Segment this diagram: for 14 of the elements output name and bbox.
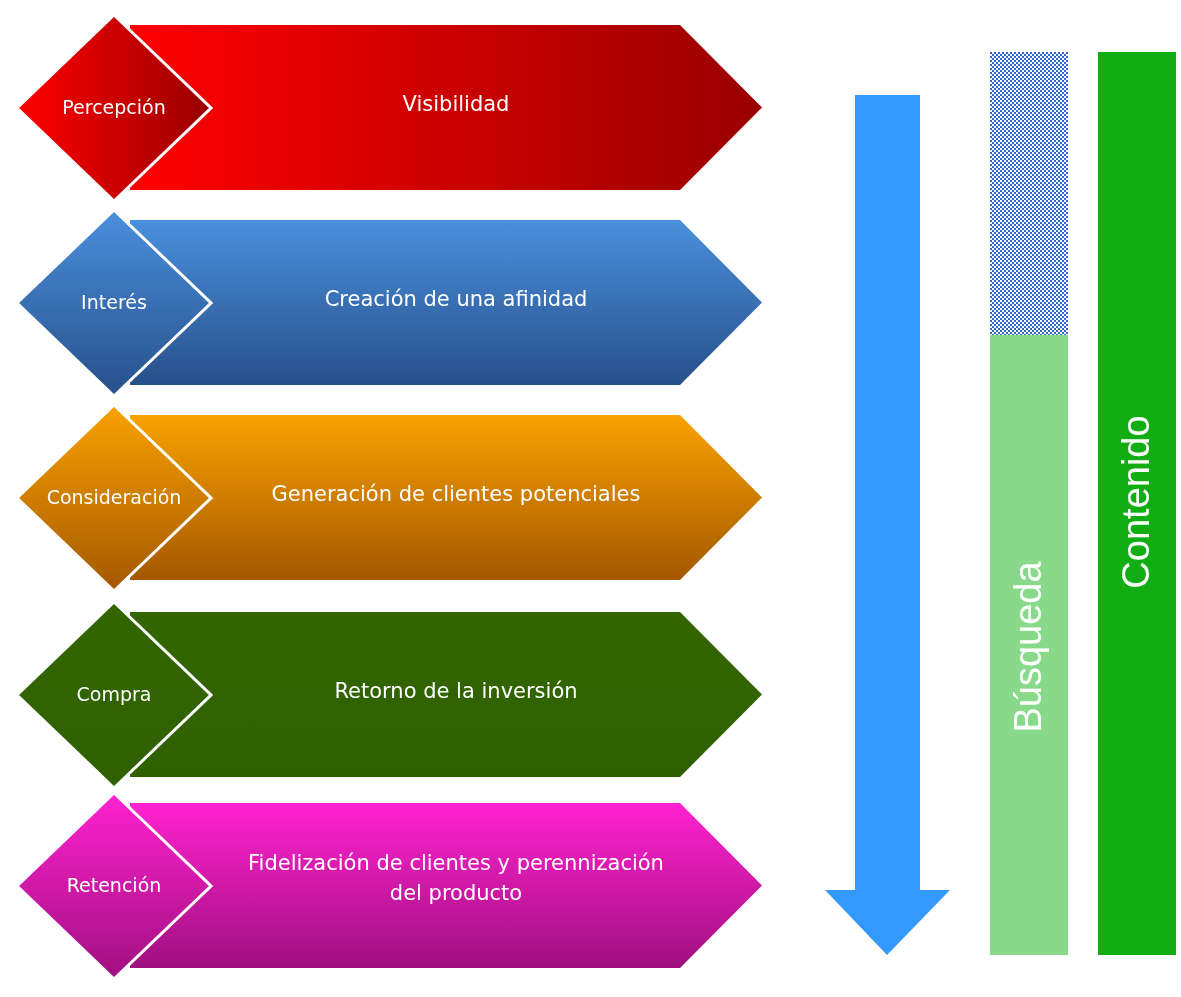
search-bar — [990, 52, 1068, 955]
content-bar — [1098, 52, 1176, 955]
stage-goal: Fidelización de clientes y perennización del producto — [247, 849, 665, 908]
stage-goal: Creación de una afinidad — [323, 285, 589, 313]
stage-goal: Retorno de la inversión — [333, 677, 579, 705]
stage-goal: Visibilidad — [401, 90, 511, 118]
stage-goal: Generación de clientes potenciales — [270, 480, 642, 508]
search-label: Búsqueda — [1006, 561, 1051, 733]
stage-name: Consideración — [45, 485, 183, 510]
stage-name: Retención — [65, 873, 163, 898]
content-label: Contenido — [1114, 415, 1159, 589]
stage-name: Interés — [80, 290, 148, 315]
stage-name: Percepción — [61, 95, 167, 120]
stage-name: Compra — [75, 682, 153, 707]
